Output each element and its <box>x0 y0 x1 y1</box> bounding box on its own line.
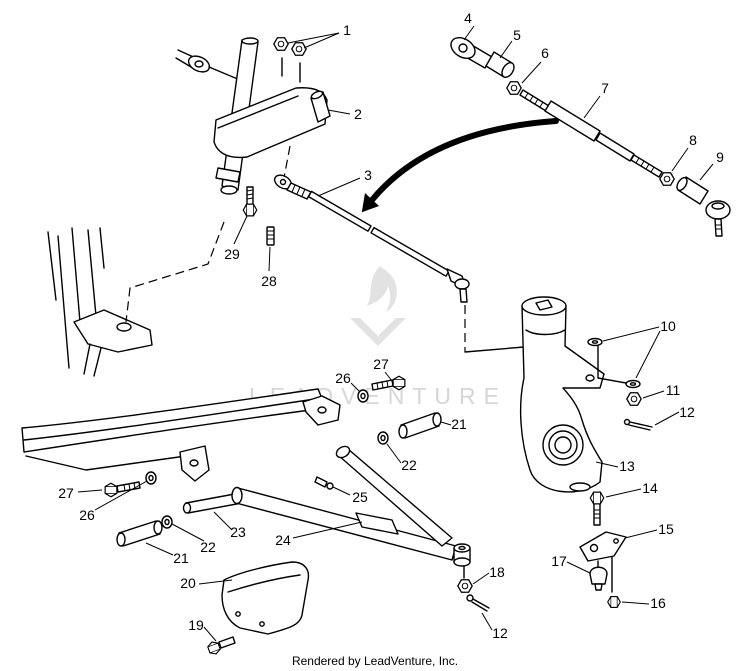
stud-part-28 <box>266 226 275 246</box>
callout-21: 21 <box>451 416 467 432</box>
bolt-part-16 <box>607 595 621 609</box>
callout-27-lower: 27 <box>58 485 74 501</box>
frame-lower-rail <box>21 388 341 482</box>
callout-12: 12 <box>679 404 695 420</box>
callout-14: 14 <box>642 480 658 496</box>
callout-9: 9 <box>716 149 724 165</box>
tie-rod-assembly <box>450 37 731 237</box>
callout-23: 23 <box>230 524 246 540</box>
callout-21-lower: 21 <box>173 550 189 566</box>
callout-19: 19 <box>188 617 204 633</box>
bolt-part-27-lower <box>104 481 141 498</box>
rod-end-part-4 <box>450 37 493 69</box>
callout-27: 27 <box>373 356 389 372</box>
callout-25: 25 <box>352 489 368 505</box>
callout-5: 5 <box>513 27 521 43</box>
callout-13: 13 <box>619 458 635 474</box>
callout-labels: 1 2 3 4 5 6 7 8 9 10 11 12 13 14 15 16 1… <box>58 10 724 641</box>
callout-7: 7 <box>601 80 609 96</box>
bushing-part-2 <box>310 90 331 123</box>
bushing-part-21-lower <box>116 520 163 547</box>
tie-rod-part-3 <box>273 174 525 353</box>
callout-28: 28 <box>261 273 277 289</box>
plate-part-15 <box>579 531 627 593</box>
nut-part-6 <box>506 81 522 95</box>
bushing-part-21-upper <box>398 412 442 439</box>
bolt-part-29 <box>242 186 258 217</box>
rod-end-part-9 <box>676 176 731 237</box>
callout-17: 17 <box>551 553 567 569</box>
steering-post-assembly <box>125 37 331 323</box>
callout-15: 15 <box>658 521 674 537</box>
footer-credit: Rendered by LeadVenture, Inc. <box>292 654 458 668</box>
callout-2: 2 <box>354 106 362 122</box>
sleeve-part-5 <box>485 51 515 78</box>
tie-rod-part-7 <box>544 100 635 162</box>
nut-part-8 <box>659 172 675 186</box>
bolt-part-19 <box>206 636 236 657</box>
callout-1: 1 <box>343 22 351 38</box>
callout-10: 10 <box>660 318 676 334</box>
callout-22-lower: 22 <box>200 539 216 555</box>
nut-part-11 <box>626 392 642 406</box>
callout-22: 22 <box>401 457 417 473</box>
ball-joint-part-17 <box>589 566 608 591</box>
callout-16: 16 <box>650 595 666 611</box>
callout-18: 18 <box>489 564 505 580</box>
spindle-part-13 <box>519 296 627 493</box>
a-arm-part-24 <box>182 445 471 579</box>
skid-plate-part-20 <box>221 561 310 635</box>
nut-part-18 <box>457 579 473 593</box>
washer-part-26-upper <box>357 389 369 403</box>
washer-part-10 <box>587 337 641 389</box>
grease-fitting-part-25 <box>314 476 334 490</box>
cotter-pin-part-12-lower <box>466 594 490 612</box>
cotter-pin-part-12-upper <box>623 418 653 431</box>
callout-26: 26 <box>335 370 351 386</box>
callout-26-lower: 26 <box>79 507 95 523</box>
callout-11: 11 <box>666 382 681 398</box>
washer-part-22-upper <box>377 431 389 445</box>
bolt-part-14 <box>589 491 605 526</box>
callout-29: 29 <box>224 246 240 262</box>
washer-part-26-lower <box>145 471 157 485</box>
direction-arrow <box>361 118 559 213</box>
callout-4: 4 <box>464 10 472 26</box>
frame-side-rails <box>47 227 153 377</box>
callout-20: 20 <box>180 575 196 591</box>
washer-part-22-lower <box>161 515 173 529</box>
callout-6: 6 <box>541 45 549 61</box>
leader-lines <box>77 25 714 642</box>
callout-3: 3 <box>364 167 372 183</box>
bolt-part-27-upper <box>371 375 406 391</box>
callout-8: 8 <box>689 132 697 148</box>
callout-12-lower: 12 <box>492 625 508 641</box>
callout-24: 24 <box>275 532 291 548</box>
